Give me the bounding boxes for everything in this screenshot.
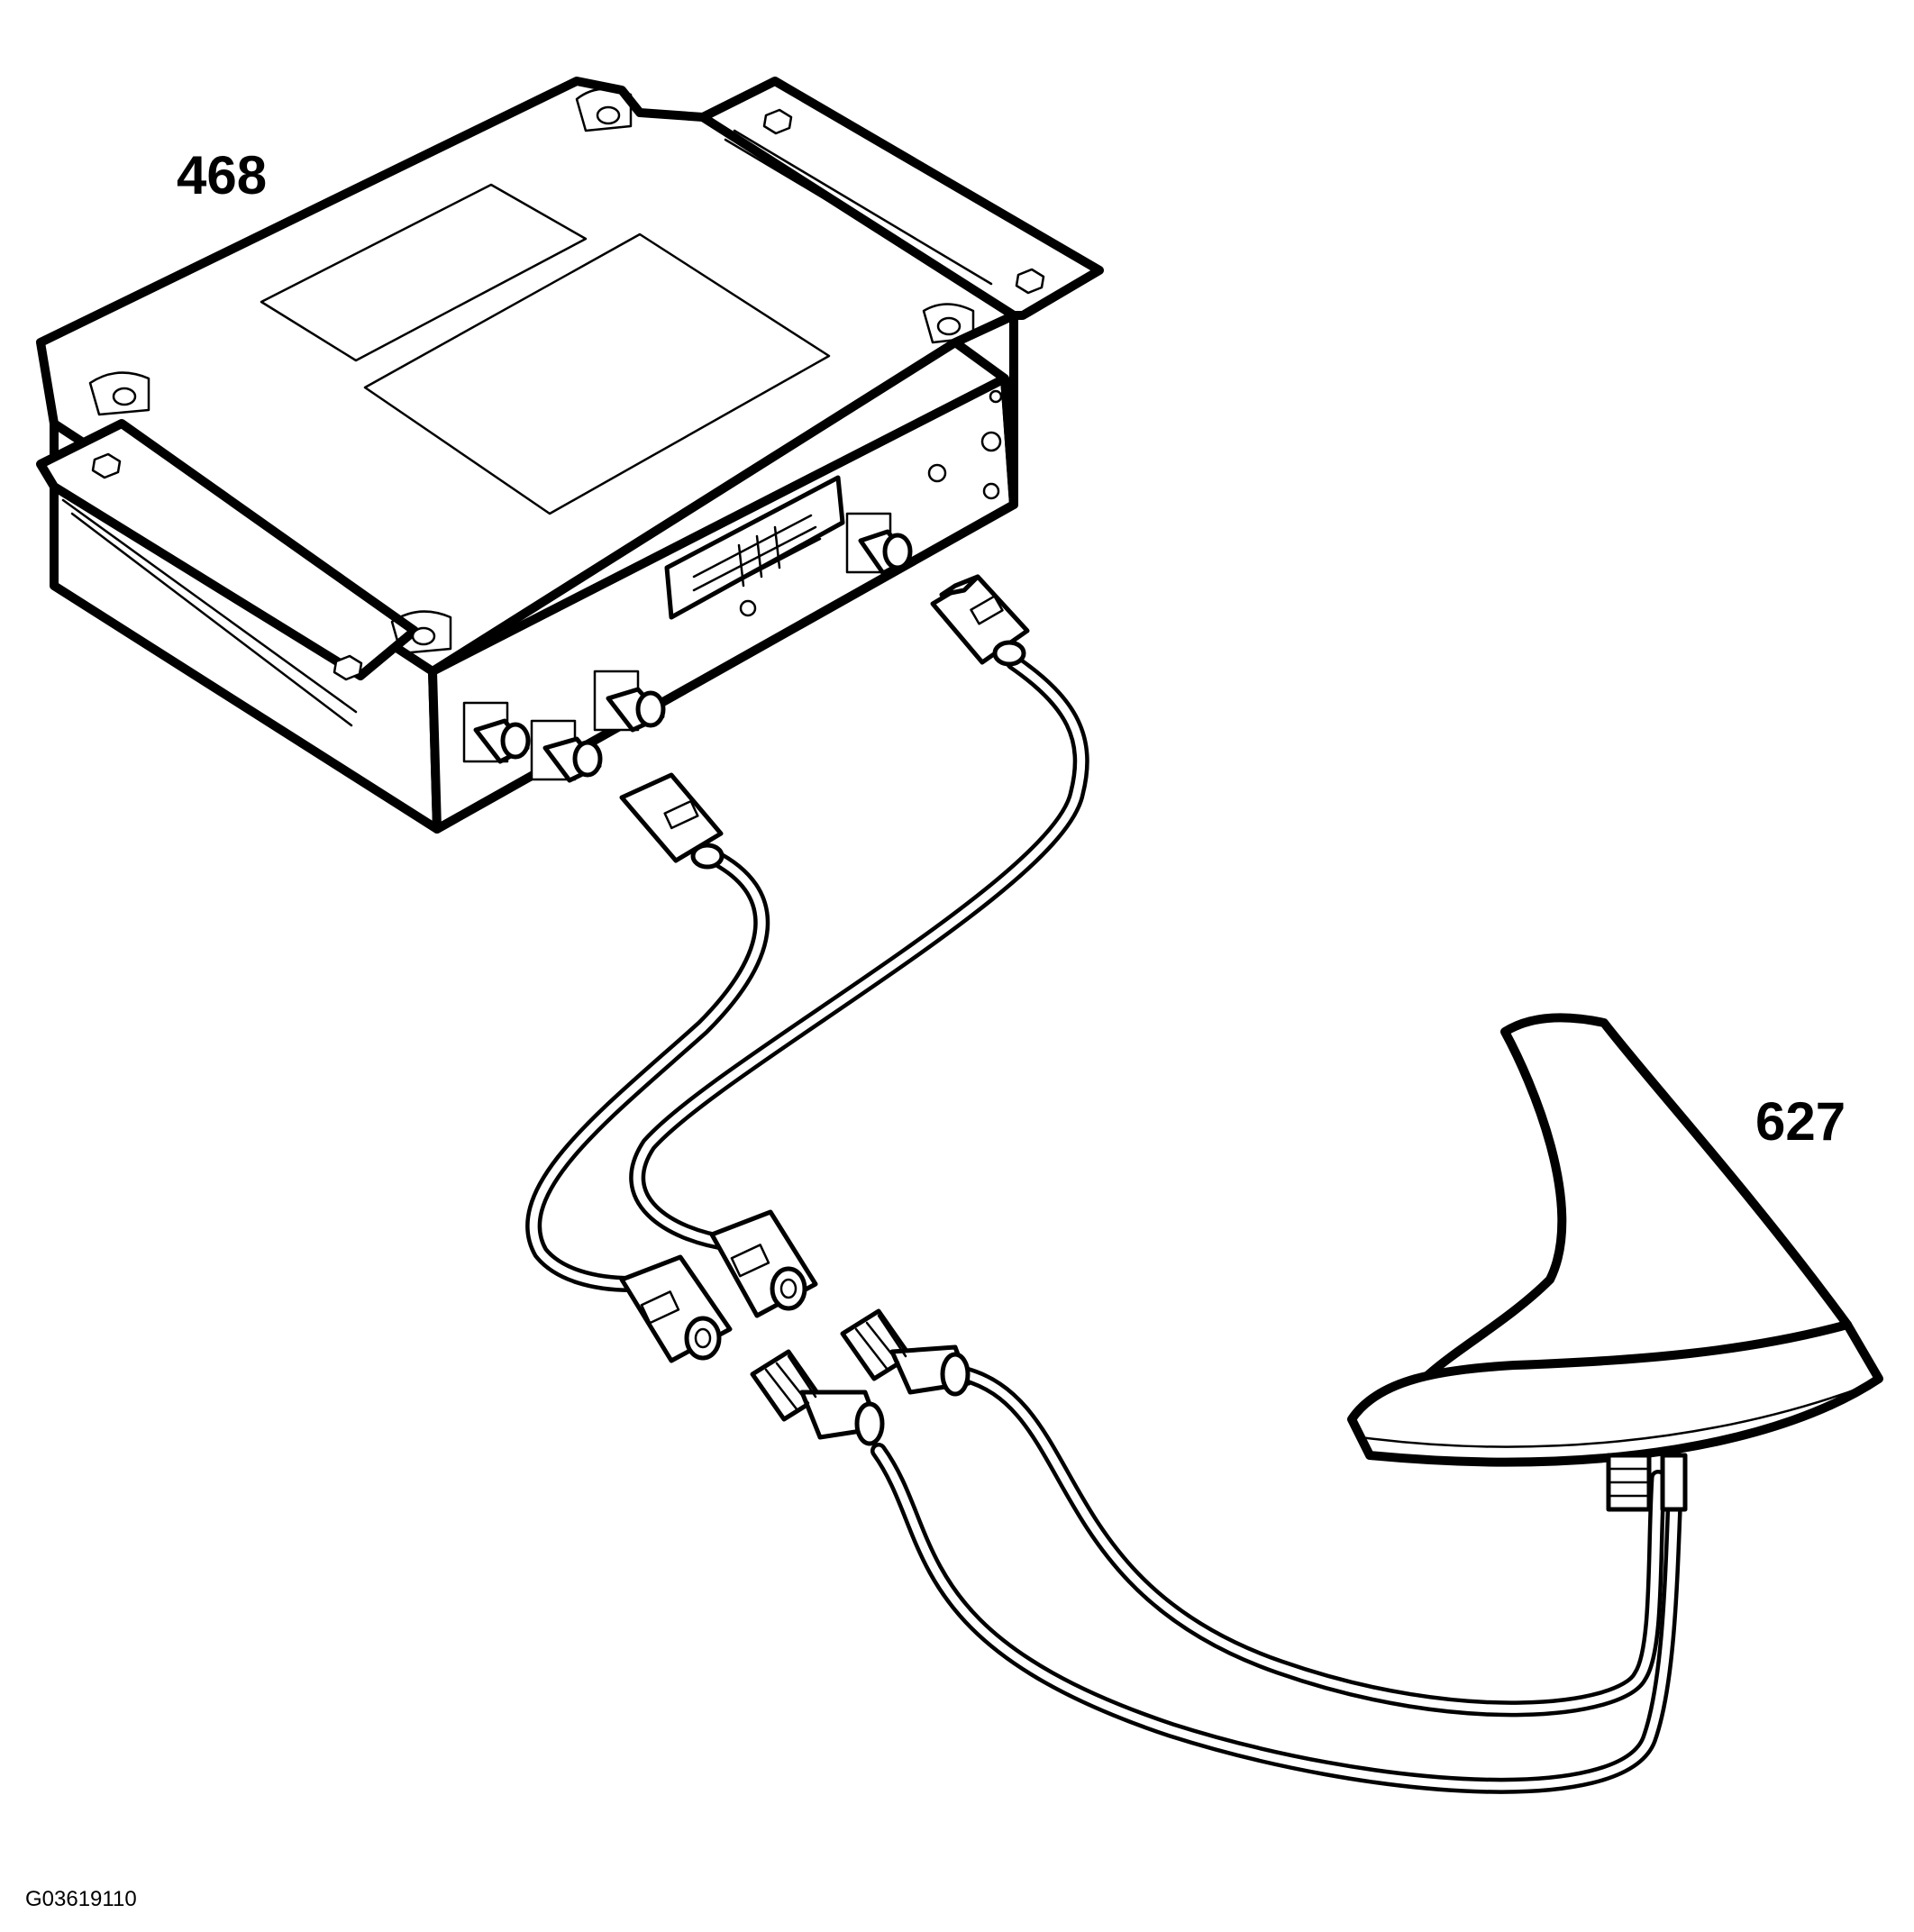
mounting-screw (411, 626, 436, 646)
antenna-socket (462, 701, 531, 764)
antenna-socket (593, 670, 666, 733)
flange-bolt-hex (762, 108, 793, 135)
module-plug-lower (619, 772, 725, 870)
mounting-ear (922, 303, 975, 344)
flange-bolt-hex (91, 452, 122, 479)
inline-female-connector-1 (709, 1209, 818, 1318)
antenna-mounting-stud (1606, 1453, 1688, 1512)
module-part-number-label: 468 (177, 145, 268, 205)
module-front-flange-rail-2 (70, 512, 353, 727)
module-top-sticker-2 (363, 232, 831, 515)
module-rear-flange-rail (724, 138, 984, 295)
module-rear-flange (698, 77, 1104, 320)
mounting-ear (88, 371, 150, 416)
antenna-part-number-label: 627 (1755, 1091, 1846, 1152)
antenna-base-edge (1359, 1386, 1863, 1448)
shark-fin-antenna-627 (1347, 1013, 1883, 1512)
multipin-connector-pins (692, 514, 822, 604)
inline-male-connector-1 (840, 1308, 971, 1397)
inline-female-connector-2 (619, 1254, 733, 1363)
antenna-cable-d (870, 1443, 1684, 1794)
module-front-flange (36, 419, 419, 680)
module-top-sticker-1 (260, 183, 588, 362)
module-front-flange-rail (61, 498, 358, 714)
flange-bolt-hex (333, 654, 363, 681)
vent-hole (980, 431, 1002, 452)
inline-male-connector-2 (750, 1349, 885, 1446)
mounting-ear (390, 610, 452, 655)
module-plug-upper (930, 574, 1030, 667)
vent-hole (982, 482, 1000, 500)
mounting-screw (112, 387, 137, 406)
antenna-cable-a (629, 654, 1089, 1252)
mounting-screw (936, 316, 962, 336)
antenna-socket (530, 719, 603, 783)
figure-id-label: G03619110 (25, 1887, 137, 1911)
mounting-screw (596, 105, 621, 125)
module-rear-flange-rail-2 (733, 129, 993, 286)
flange-bolt-hex (1015, 268, 1045, 295)
antenna-socket (845, 512, 913, 576)
vent-hole (927, 463, 947, 483)
vent-hole (989, 389, 1003, 404)
mounting-ear (575, 87, 633, 132)
connector-screw (739, 599, 757, 617)
antenna-cable-c (956, 1366, 1666, 1718)
antenna-cable-b (525, 848, 770, 1292)
radio-module-468 (36, 77, 1104, 834)
